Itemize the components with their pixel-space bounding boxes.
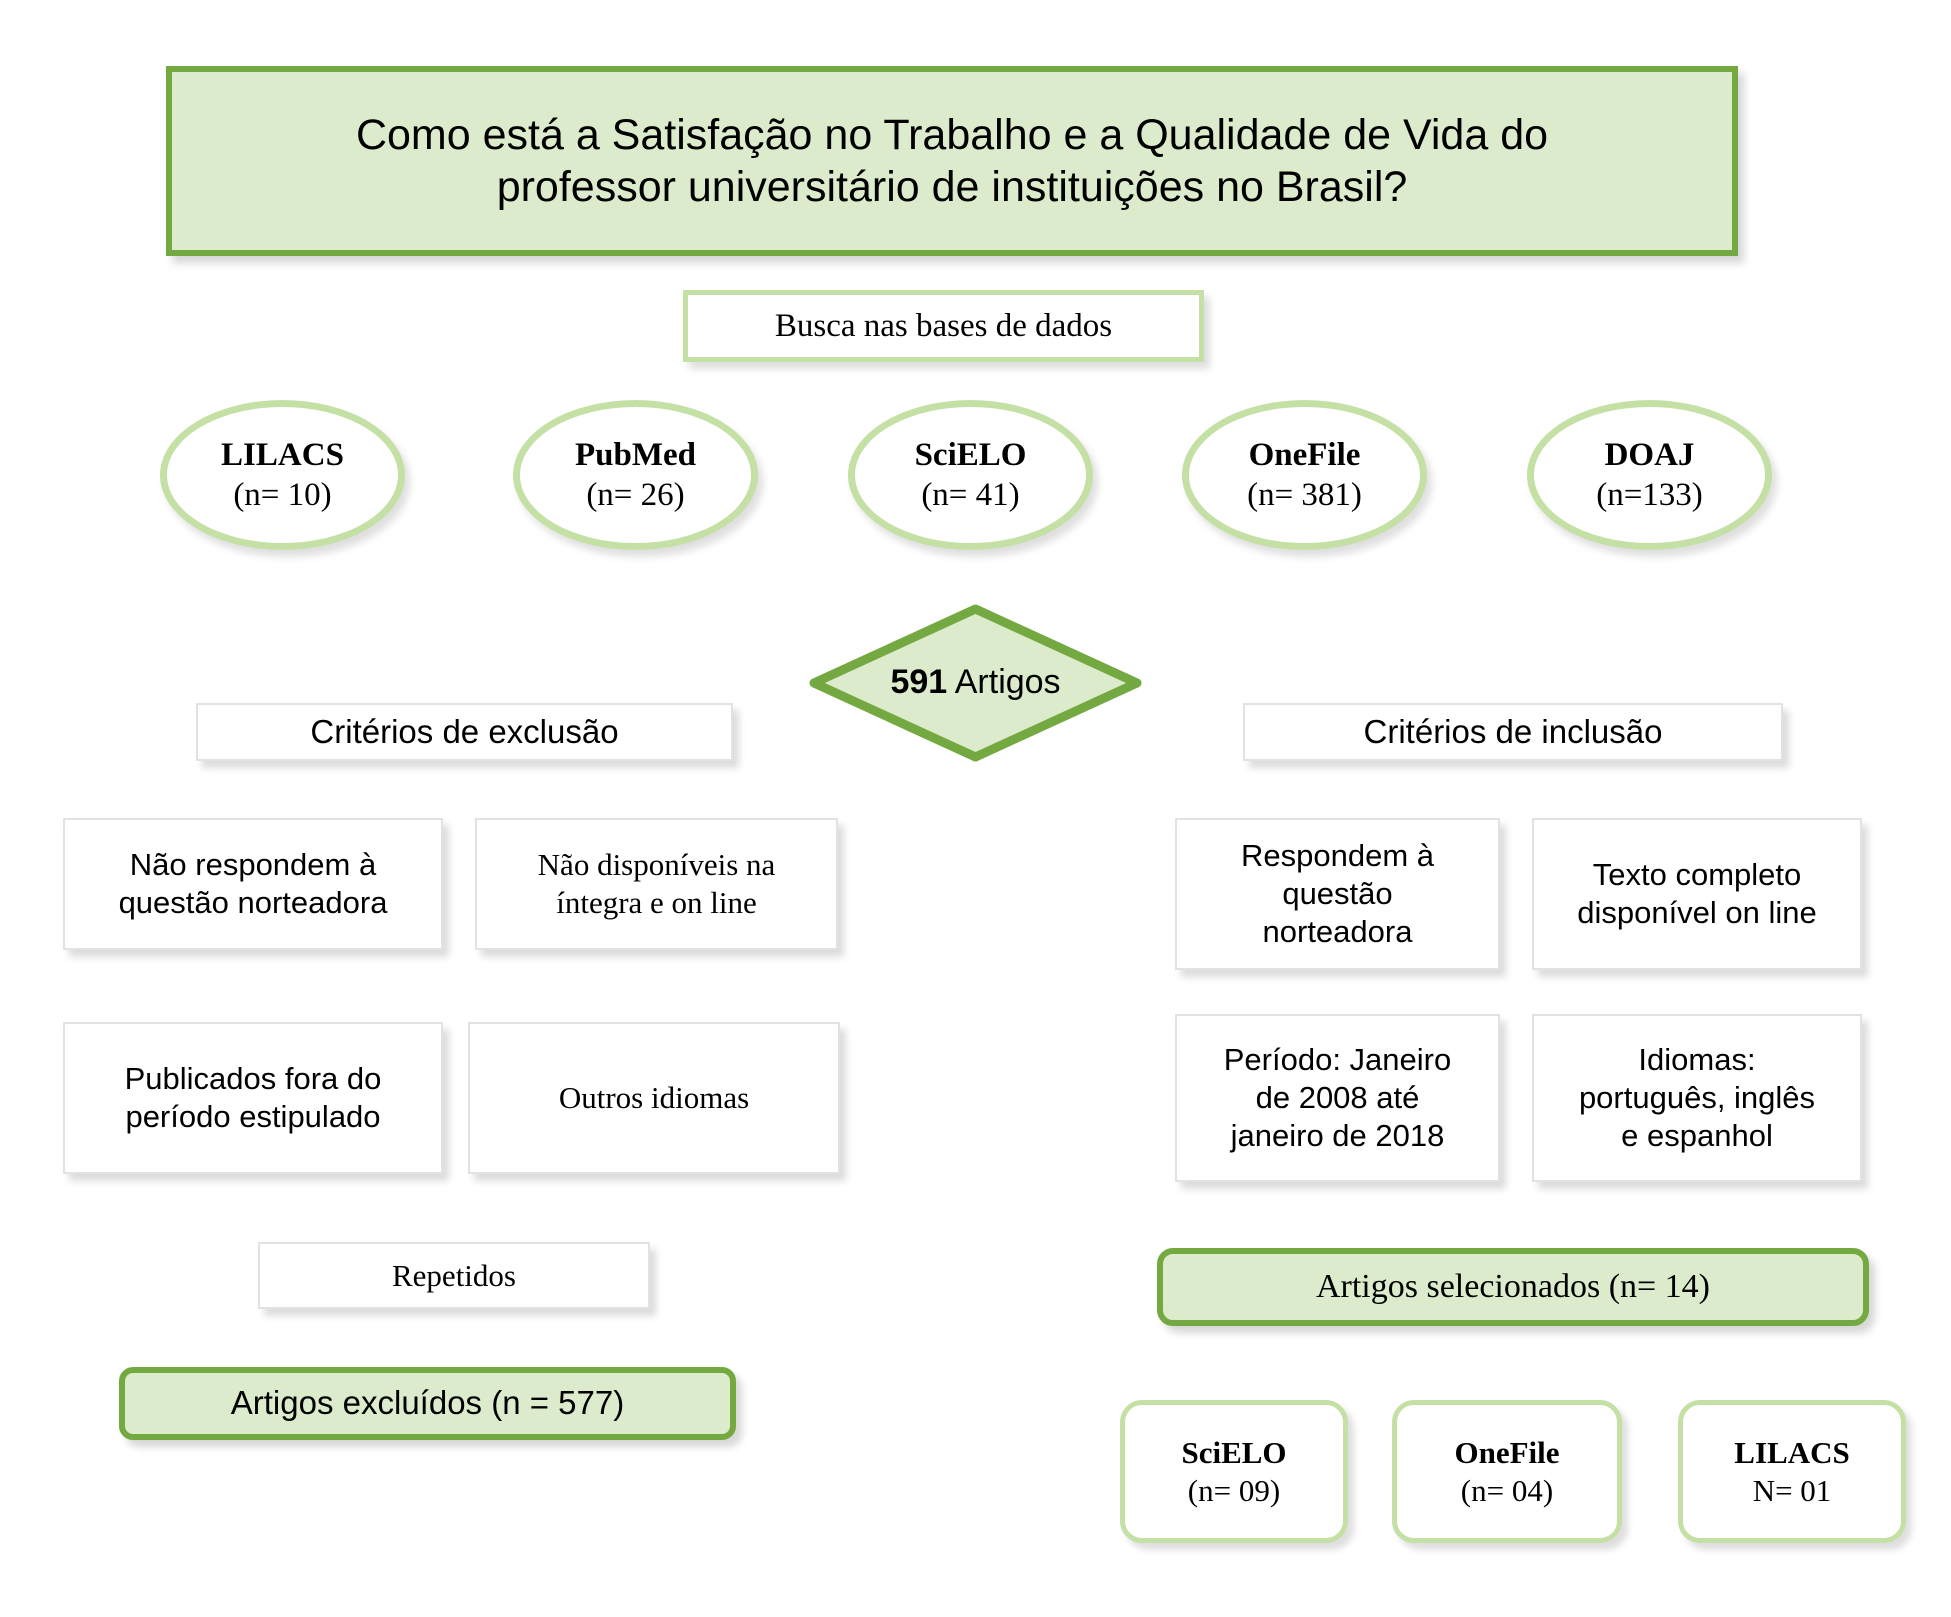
selected-source-count: N= 01 [1752,1472,1832,1508]
selected-source-count: (n= 09) [1187,1472,1281,1508]
exclusion-item-no-answer: Não respondem à questão norteadora [63,818,443,950]
exclusion-item-repeated: Repetidos [258,1242,650,1309]
database-count: (n= 41) [921,477,1020,513]
database-ellipse-onefile: OneFile (n= 381) [1182,400,1427,550]
inclusion-item-line1: Respondem à [1240,838,1434,874]
inclusion-item-line2: português, inglês [1578,1080,1816,1116]
total-articles-count: 591 [890,663,948,702]
database-count: (n= 26) [586,477,685,513]
inclusion-criteria-header: Critérios de inclusão [1243,703,1783,761]
inclusion-criteria-header-label: Critérios de inclusão [1363,712,1663,750]
selected-articles-result: Artigos selecionados (n= 14) [1157,1248,1869,1326]
inclusion-item-line1: Idiomas: [1638,1042,1756,1078]
exclusion-item-line1: Outros idiomas [558,1080,750,1116]
inclusion-item-languages: Idiomas: português, inglês e espanhol [1532,1014,1862,1182]
research-question-line2: professor universitário de instituições … [496,163,1408,211]
inclusion-item-line2: de 2008 até [1255,1080,1420,1116]
exclusion-item-not-available: Não disponíveis na íntegra e on line [475,818,838,950]
database-count: (n=133) [1596,477,1703,513]
inclusion-item-line2: questão [1282,876,1393,912]
database-name: PubMed [574,436,696,473]
selected-source-onefile: OneFile (n= 04) [1392,1400,1622,1543]
selected-source-name: OneFile [1454,1434,1560,1470]
inclusion-item-full-text: Texto completo disponível on line [1532,818,1862,970]
database-name: OneFile [1248,436,1361,473]
inclusion-item-line3: e espanhol [1621,1117,1773,1153]
exclusion-item-line2: questão norteadora [118,885,388,920]
database-ellipse-doaj: DOAJ (n=133) [1527,400,1772,550]
exclusion-criteria-header: Critérios de exclusão [196,703,733,761]
selected-source-name: LILACS [1734,1434,1850,1470]
inclusion-item-line2: disponível on line [1577,895,1817,930]
inclusion-item-period: Período: Janeiro de 2008 até janeiro de … [1175,1014,1500,1182]
selected-source-name: SciELO [1181,1434,1287,1470]
inclusion-item-line3: norteadora [1262,913,1413,949]
exclusion-criteria-header-label: Critérios de exclusão [310,712,619,750]
total-articles-unit: Artigos [947,663,1061,702]
search-databases-label: Busca nas bases de dados [774,307,1113,344]
selected-source-count: (n= 04) [1460,1472,1554,1508]
total-articles-label-wrap: 591 Artigos [808,603,1143,763]
search-databases-box: Busca nas bases de dados [683,290,1204,362]
exclusion-item-line1: Repetidos [392,1257,516,1293]
diamond-shape-icon [809,604,1142,762]
selected-source-lilacs: LILACS N= 01 [1678,1400,1906,1543]
database-count: (n= 381) [1247,477,1362,513]
database-name: LILACS [221,436,344,473]
research-question-line1: Como está a Satisfação no Trabalho e a Q… [355,110,1549,159]
excluded-articles-label: Artigos excluídos (n = 577) [230,1384,625,1422]
database-name: SciELO [914,436,1027,473]
exclusion-item-line1: Não respondem à [129,847,377,883]
total-articles-diamond: 591 Artigos [808,603,1143,763]
inclusion-item-answers-question: Respondem à questão norteadora [1175,818,1500,970]
exclusion-item-line1: Não disponíveis na [537,847,776,883]
exclusion-item-other-languages: Outros idiomas [468,1022,840,1174]
inclusion-item-line1: Período: Janeiro [1223,1042,1452,1078]
exclusion-item-line1: Publicados fora do [124,1061,382,1097]
research-question-box: Como está a Satisfação no Trabalho e a Q… [166,66,1738,256]
exclusion-item-out-of-period: Publicados fora do período estipulado [63,1022,443,1174]
database-ellipse-scielo: SciELO (n= 41) [848,400,1093,550]
exclusion-item-line2: período estipulado [125,1099,381,1134]
excluded-articles-result: Artigos excluídos (n = 577) [119,1367,736,1440]
selected-source-scielo: SciELO (n= 09) [1120,1400,1348,1543]
inclusion-item-line1: Texto completo [1592,857,1802,893]
inclusion-item-line3: janeiro de 2018 [1230,1117,1445,1153]
database-ellipse-lilacs: LILACS (n= 10) [160,400,405,550]
database-ellipse-pubmed: PubMed (n= 26) [513,400,758,550]
selected-articles-label: Artigos selecionados (n= 14) [1315,1268,1711,1306]
database-name: DOAJ [1604,436,1695,473]
exclusion-item-line2: íntegra e on line [556,885,757,920]
database-count: (n= 10) [233,477,332,513]
